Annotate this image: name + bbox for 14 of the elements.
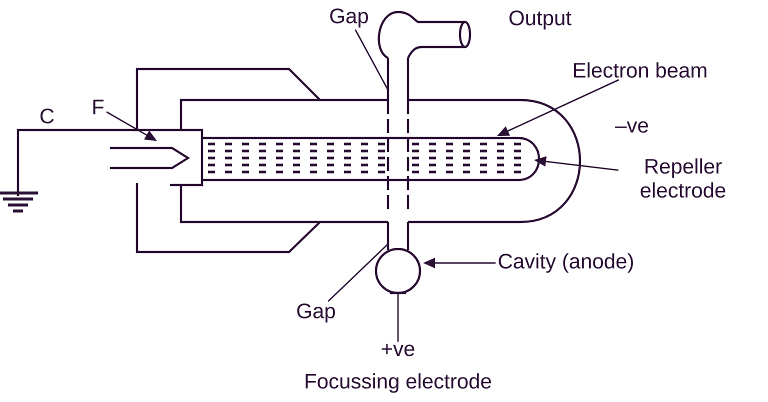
voltage-label: –ve (615, 121, 648, 133)
gap-label: Gap (297, 304, 335, 323)
leader-line (397, 294, 399, 342)
leader-line (354, 29, 389, 90)
repeller-label: Repeller electrode (640, 158, 726, 198)
leader-line (328, 244, 388, 302)
voltage-label: +ve (382, 344, 414, 356)
filament-label: F (93, 100, 104, 114)
gap-label: Gap (330, 8, 368, 28)
cavity-label: Cavity (anode) (498, 253, 633, 273)
output-label: Output (509, 10, 572, 30)
cathode-label: C (40, 108, 54, 124)
beam-label: Electron beam (574, 62, 706, 78)
electrode-label: Focussing electrode (306, 373, 491, 393)
